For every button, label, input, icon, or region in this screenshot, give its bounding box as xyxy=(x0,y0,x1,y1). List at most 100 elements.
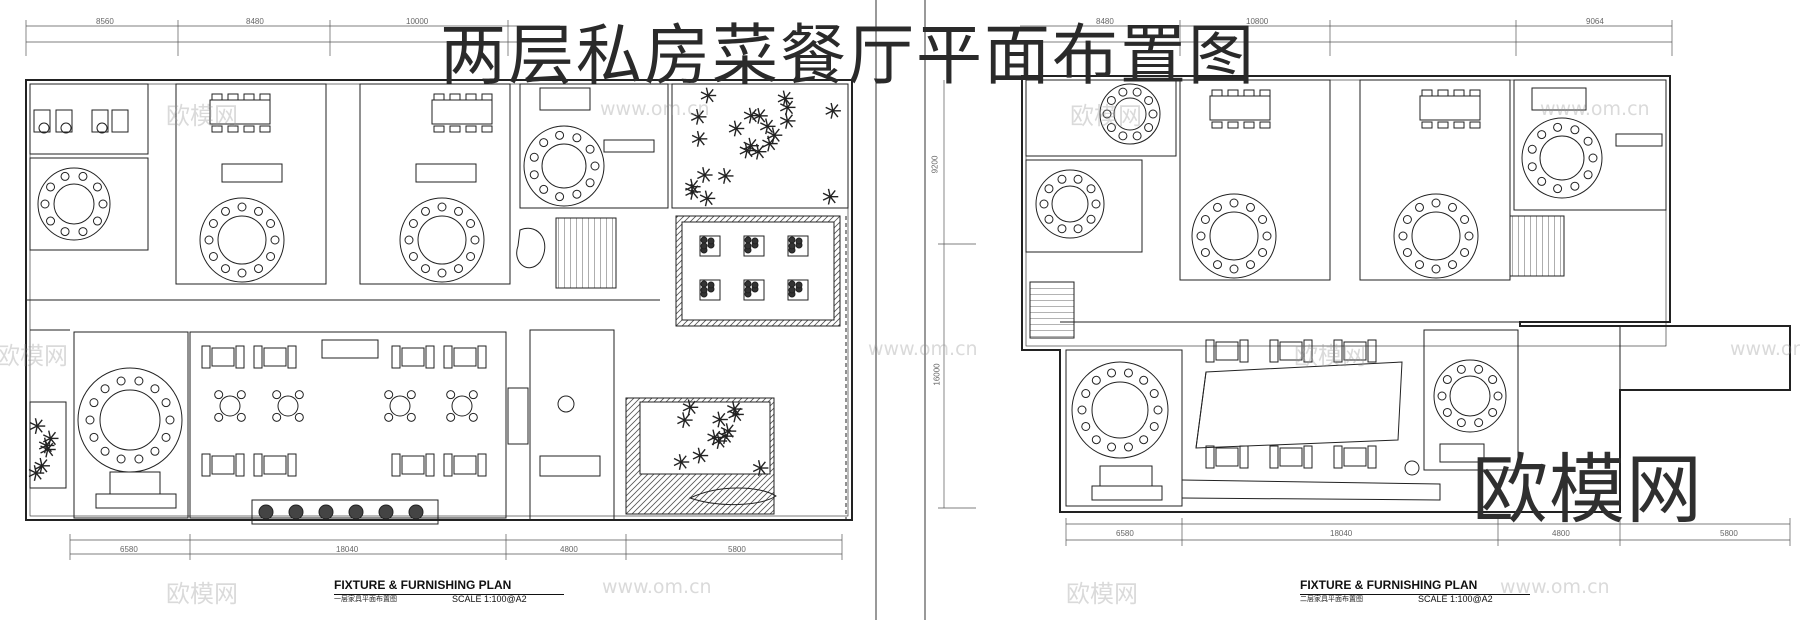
chair xyxy=(443,345,453,369)
chair xyxy=(408,219,418,228)
chair xyxy=(391,453,401,477)
chair xyxy=(1149,389,1159,399)
chair xyxy=(1333,445,1343,469)
chair xyxy=(408,252,418,261)
chair xyxy=(449,125,461,133)
watermark-logo: 欧模网 xyxy=(1294,342,1366,370)
chair xyxy=(266,252,276,261)
dim-label: 5800 xyxy=(1720,529,1738,538)
chair xyxy=(425,345,435,369)
dim-label: 8480 xyxy=(1096,17,1114,26)
chair xyxy=(237,202,247,212)
round-table xyxy=(1071,361,1169,459)
chair xyxy=(100,446,110,456)
chair-row xyxy=(211,125,271,133)
chair xyxy=(1239,445,1249,469)
chair xyxy=(449,93,461,101)
shrub xyxy=(707,237,715,245)
private-room-5 xyxy=(73,331,189,519)
chair xyxy=(1044,184,1054,194)
chair xyxy=(1213,202,1222,212)
plan-caption-1: FIXTURE & FURNISHING PLAN 一层家具平面布置图 SCAL… xyxy=(334,578,564,604)
small-round-table xyxy=(219,395,241,417)
chair xyxy=(227,93,239,101)
square-table xyxy=(211,347,235,367)
chair xyxy=(1456,418,1466,428)
chair xyxy=(1269,339,1279,363)
plant xyxy=(822,188,839,205)
toilet-room xyxy=(29,83,149,155)
caption-title: FIXTURE & FURNISHING PLAN xyxy=(1300,578,1478,592)
chair xyxy=(294,412,304,422)
chair xyxy=(1437,89,1449,97)
shrub xyxy=(788,236,796,244)
bush xyxy=(378,504,394,520)
chair xyxy=(1081,421,1091,431)
chair xyxy=(1537,130,1547,140)
square-table xyxy=(1279,341,1303,361)
chair xyxy=(1453,89,1465,97)
chair xyxy=(1081,389,1091,399)
plant xyxy=(739,142,756,159)
chair xyxy=(466,219,476,228)
chair xyxy=(1442,375,1452,385)
chair xyxy=(78,171,88,181)
bush xyxy=(288,504,304,520)
chair xyxy=(1139,435,1149,445)
caption-title: FIXTURE & FURNISHING PLAN xyxy=(334,578,512,592)
dim-label: 10000 xyxy=(406,17,429,26)
second-floor-plan xyxy=(938,20,1791,546)
chair xyxy=(1118,131,1128,141)
chair xyxy=(465,125,477,133)
chair xyxy=(481,125,493,133)
square-table xyxy=(1215,341,1239,361)
planter-grid xyxy=(699,235,809,301)
drawing-title: 两层私房菜餐厅平面布置图 xyxy=(440,17,1256,94)
round-table xyxy=(1393,193,1479,279)
chair xyxy=(270,235,280,245)
square-table xyxy=(401,347,425,367)
chair xyxy=(1246,202,1255,212)
chair xyxy=(134,454,144,464)
chair xyxy=(1149,421,1159,431)
chair xyxy=(1211,121,1223,129)
chair xyxy=(1243,121,1255,129)
chair xyxy=(1123,442,1133,452)
round-table xyxy=(1433,359,1507,433)
side-dimension-line xyxy=(938,80,976,509)
chair xyxy=(1091,375,1101,385)
dim-label: 9064 xyxy=(1586,17,1604,26)
chair xyxy=(477,345,487,369)
chair xyxy=(1456,364,1466,374)
chair-row xyxy=(211,93,271,101)
square-table xyxy=(263,347,287,367)
chair-ring xyxy=(1196,198,1272,274)
chair xyxy=(85,415,95,425)
square-table-group xyxy=(1205,445,1377,469)
chair xyxy=(287,453,297,477)
chair xyxy=(150,446,160,456)
chair xyxy=(529,152,539,162)
chair xyxy=(555,130,565,140)
chair xyxy=(539,184,549,194)
chair xyxy=(243,125,255,133)
plant xyxy=(700,87,717,104)
chair-ring xyxy=(1398,198,1474,274)
chair xyxy=(1106,123,1116,133)
chair xyxy=(1437,391,1447,401)
dim-label: 9200 xyxy=(930,155,940,174)
stair xyxy=(555,217,617,289)
chair xyxy=(446,412,456,422)
shrub xyxy=(795,281,803,289)
chair xyxy=(89,432,99,442)
watermark-url: www.om.cn xyxy=(602,576,712,598)
chair xyxy=(468,412,478,422)
chair xyxy=(1493,391,1503,401)
chair xyxy=(585,144,595,154)
chair xyxy=(1527,162,1537,172)
chair xyxy=(253,345,263,369)
chair xyxy=(1269,445,1279,469)
plant xyxy=(728,406,744,423)
chair xyxy=(572,189,582,199)
chair xyxy=(287,345,297,369)
